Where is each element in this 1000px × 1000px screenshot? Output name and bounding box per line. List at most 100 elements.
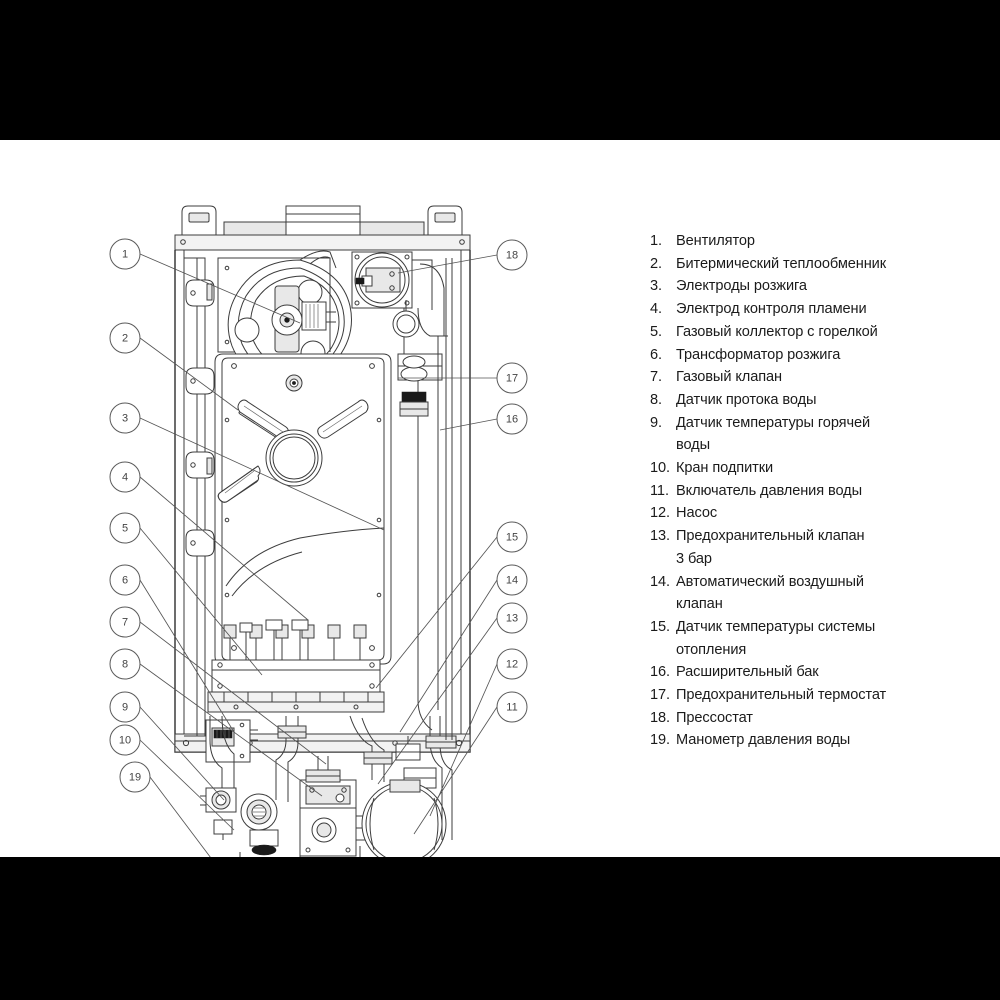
legend-item-number: 5. [650,323,662,340]
legend-item: 2.Битермический теплообменник [650,253,950,276]
legend-item-label: Манометр давления воды [676,732,851,749]
legend-item-continuation: отопления [676,641,747,658]
legend-item-number: 18. [650,709,670,726]
legend-item-label: Датчик температуры системы [676,618,876,635]
callout-circle [496,239,528,271]
legend-item: 19. Манометр давления воды [650,729,950,752]
callout-number: 11 [506,702,517,714]
legend-item-number: 15. [650,618,670,635]
legend-item-number: 14. [650,573,670,590]
legend-item-label: Электрод контроля пламени [676,301,867,318]
callout-number: 17 [506,373,518,385]
legend-item: 11. Включатель давления воды [650,480,950,503]
callout-badge-7[interactable]: 7 [109,606,141,638]
callout-badge-12[interactable]: 12 [496,648,528,680]
callout-badge-4[interactable]: 4 [109,461,141,493]
legend-item-label: Включатель давления воды [676,482,862,499]
legend-item-continuation: воды [676,437,710,454]
callout-number: 14 [506,575,518,587]
legend-item-label: Предохранительный клапан [676,528,865,545]
callout-number: 12 [506,659,518,671]
legend-item-label: Газовый клапан [676,369,782,386]
legend-item-label: Газовый коллектор с горелкой [676,323,878,340]
legend-item-label: Расширительный бак [676,664,819,681]
legend-item: 10. Кран подпитки [650,457,950,480]
callout-badge-3[interactable]: 3 [109,402,141,434]
callout-number: 18 [506,250,518,262]
legend-item: 6. Трансформатор розжига [650,344,950,367]
legend-item-label: Предохранительный термостат [676,687,887,704]
callout-badge-14[interactable]: 14 [496,564,528,596]
callout-badge-13[interactable]: 13 [496,602,528,634]
callout-badge-8[interactable]: 8 [109,648,141,680]
callout-circle [496,403,528,435]
legend-item-label: Электроды розжига [676,278,807,295]
callout-badge-10[interactable]: 10 [109,724,141,756]
callout-number: 9 [122,702,128,714]
legend-item-continuation: клапан [676,596,723,613]
legend-item-number: 12. [650,505,670,522]
callout-circle [109,724,141,756]
legend-item-number: 16. [650,664,670,681]
callout-circle [109,512,141,544]
legend-item: 9.Датчик температуры горячей [650,412,950,435]
callout-circle [109,691,141,723]
legend-item-label: Трансформатор розжига [676,346,841,363]
legend-item: 4.Электрод контроля пламени [650,298,950,321]
callout-number: 3 [122,413,128,425]
legend-item: 7. Газовый клапан [650,366,950,389]
legend-item-number: 8. [650,391,662,408]
callout-number: 6 [122,575,128,587]
callout-circle [109,238,141,270]
callout-badge-1[interactable]: 1 [109,238,141,270]
callout-badge-18[interactable]: 18 [496,239,528,271]
legend-item-number: 7. [650,369,662,386]
legend-item-number: 19. [650,732,670,749]
legend-item-label: Автоматический воздушный [676,573,864,590]
callout-number: 4 [122,472,128,484]
legend-item-number: 6. [650,346,662,363]
legend-item: 8.Датчик протока воды [650,389,950,412]
callout-circle [109,564,141,596]
legend-item-label: Прессостат [676,709,753,726]
callout-leader-lines [139,253,498,857]
callout-badge-9[interactable]: 9 [109,691,141,723]
callout-number: 7 [122,617,128,629]
legend-item: 1.Вентилятор [650,230,950,253]
callout-badge-17[interactable]: 17 [496,362,528,394]
legend-item: 14. Автоматический воздушный [650,571,950,594]
legend-item-number: 17. [650,687,670,704]
legend-item-number: 11. [650,482,669,499]
expansion-tank-panel [392,258,453,740]
legend-item: 18. Прессостат [650,707,950,730]
callout-badge-11[interactable]: 11 [496,691,528,723]
callout-badge-19[interactable]: 19 [119,761,151,793]
callout-circle [109,402,141,434]
callout-badge-15[interactable]: 15 [496,521,528,553]
callout-badge-6[interactable]: 6 [109,564,141,596]
legend-item: 3.Электроды розжига [650,275,950,298]
pressostat-assembly [351,251,445,336]
legend-item: 5. Газовый коллектор с горелкой [650,321,950,344]
legend-item-label: Датчик температуры горячей [676,414,871,431]
callout-circle [109,648,141,680]
callout-badge-5[interactable]: 5 [109,512,141,544]
legend-item-label: Кран подпитки [676,460,774,477]
callout-circle [496,648,528,680]
legend-item: 16. Расширительный бак [650,661,950,684]
lower-hydraulics [200,715,457,857]
legend-item-number: 1. [650,233,662,249]
callout-badge-16[interactable]: 16 [496,403,528,435]
callout-circle [109,322,141,354]
legend-item-number: 10. [650,460,670,477]
left-side-panel [184,257,215,737]
callout-circle [496,362,528,394]
callout-badge-2[interactable]: 2 [109,322,141,354]
legend-item-label: Битермический теплообменник [676,255,887,272]
callout-circle [496,564,528,596]
callout-number: 1 [122,249,128,261]
legend-item-continuation: 3 бар [676,550,712,567]
callout-circle [496,521,528,553]
